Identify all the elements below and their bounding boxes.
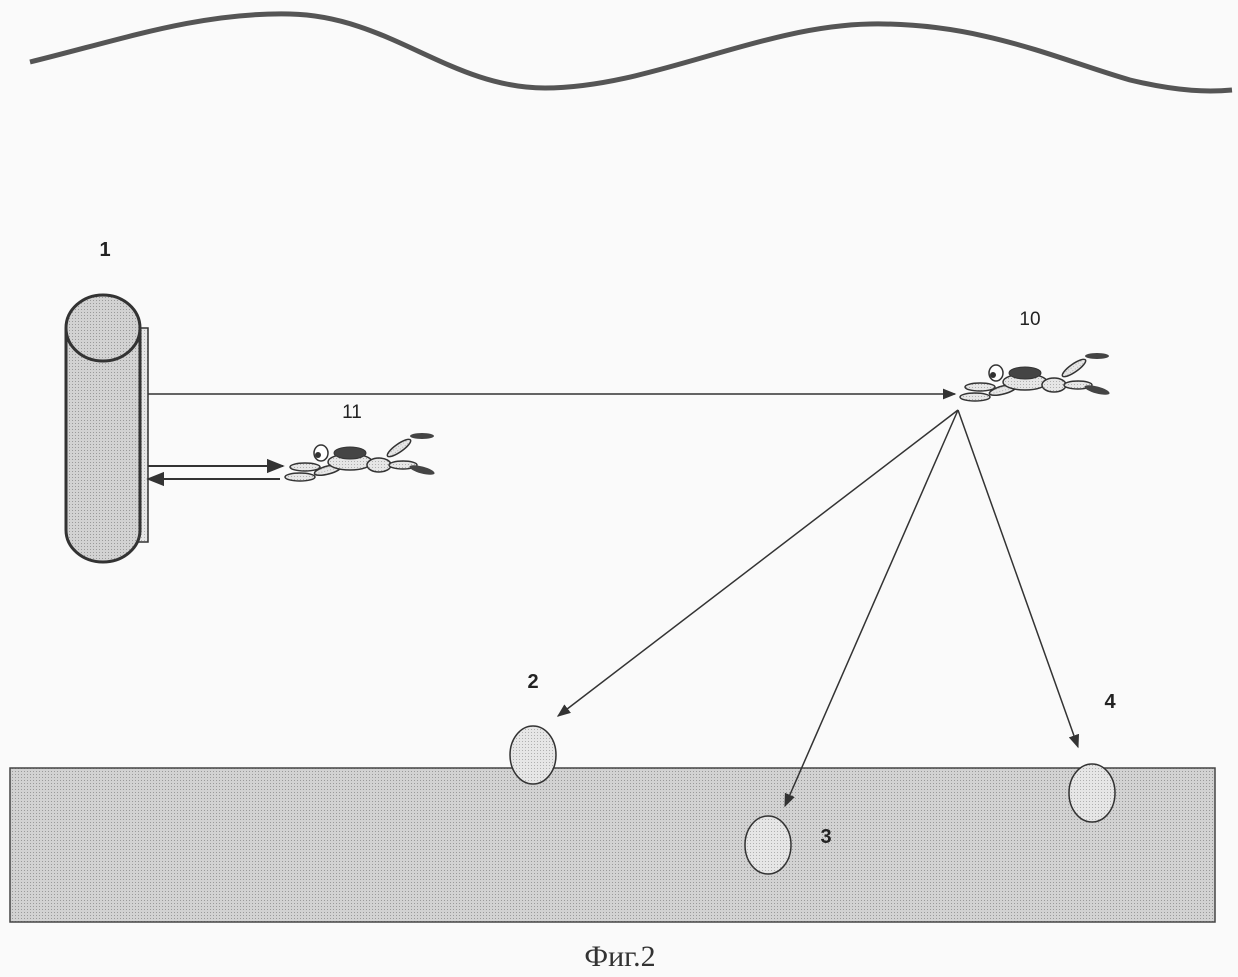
vehicle-10-icon — [960, 353, 1110, 401]
beam-to-target-3 — [785, 410, 958, 806]
seabed — [10, 768, 1215, 922]
label-vehicle-11: 11 — [342, 402, 362, 423]
target-2 — [510, 726, 556, 784]
label-vehicle-10: 10 — [1019, 309, 1040, 330]
vehicle-11-icon — [285, 433, 435, 481]
beam-to-target-2 — [558, 410, 958, 716]
target-4 — [1069, 764, 1115, 822]
label-target-3: 3 — [820, 826, 831, 848]
label-buoy: 1 — [99, 239, 110, 261]
target-3 — [745, 816, 791, 874]
buoy — [66, 295, 148, 562]
water-surface — [30, 14, 1232, 91]
label-target-2: 2 — [527, 671, 538, 693]
beam-to-target-4 — [958, 410, 1078, 747]
figure-caption: Фиг.2 — [584, 940, 655, 973]
label-target-4: 4 — [1104, 691, 1116, 713]
